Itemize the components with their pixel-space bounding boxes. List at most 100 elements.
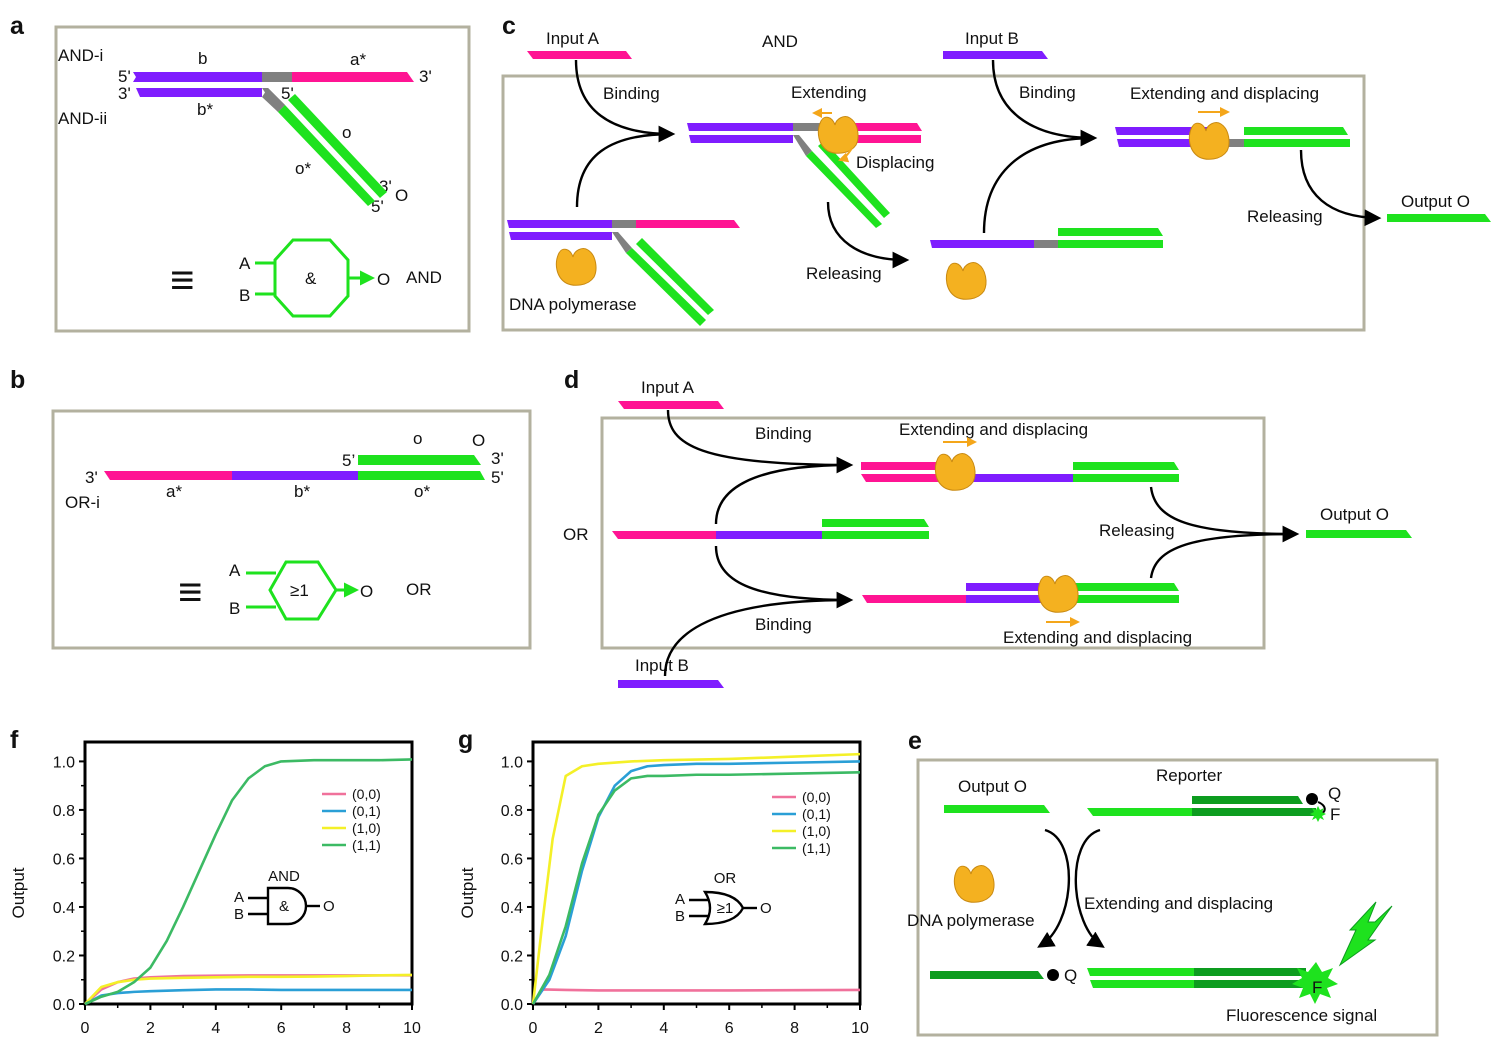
q-label-2: Q xyxy=(1064,966,1077,985)
extending-displacing-label-d1: Extending and displacing xyxy=(899,420,1088,439)
fluorescence-signal-label: Fluorescence signal xyxy=(1226,1006,1377,1025)
fluorophore-star-2 xyxy=(1292,962,1338,1004)
or-gate-name: OR xyxy=(406,580,432,599)
inset-gate-title: AND xyxy=(268,868,300,885)
series-line-1 xyxy=(531,988,861,1005)
inset-gate-title: OR xyxy=(714,870,737,887)
polymerase-icon-c1 xyxy=(555,248,597,286)
reporter-label: Reporter xyxy=(1156,766,1222,785)
y-axis-label: Output xyxy=(9,867,28,918)
extend-arrow-e xyxy=(1074,828,1105,948)
output-o-label-c: Output O xyxy=(1401,192,1470,211)
five-prime-end: 5' xyxy=(371,197,384,216)
strand-o-label-b: O xyxy=(472,431,485,450)
y-tick-label: 0.4 xyxy=(501,900,523,917)
legend-label-1: (0,0) xyxy=(802,789,831,805)
quencher-dot-1 xyxy=(1306,793,1318,805)
panel-letter-b: b xyxy=(10,366,25,394)
polymerase-icon-d2 xyxy=(1037,575,1079,613)
displacing-arrow-c xyxy=(838,147,853,163)
legend-label-3: (1,0) xyxy=(802,823,831,839)
x-tick-label: 10 xyxy=(851,1020,869,1037)
inset-gate-output: O xyxy=(760,900,772,917)
binding-label-c1: Binding xyxy=(603,84,660,103)
polymerase-icon-d1 xyxy=(934,453,976,491)
series-line-3 xyxy=(84,973,413,1005)
binding-label-c2: Binding xyxy=(1019,83,1076,102)
or-complex-top xyxy=(861,462,1179,482)
panel-a-frame xyxy=(54,25,471,333)
or-gate-output: O xyxy=(360,582,373,601)
three-prime-right: 3' xyxy=(491,449,504,468)
panel-letter-a: a xyxy=(10,12,25,40)
series-line-2 xyxy=(531,760,861,1005)
release-arrow-e xyxy=(1037,828,1071,948)
and-ii-label: AND-ii xyxy=(58,109,107,128)
input-a-strand-d xyxy=(618,401,724,409)
panel-b-frame xyxy=(51,409,532,650)
and-label-c: AND xyxy=(762,32,798,51)
y-tick-label: 0.4 xyxy=(53,900,75,917)
input-b-label-d: Input B xyxy=(635,656,689,675)
three-prime-top: 3' xyxy=(419,67,432,86)
x-tick-label: 8 xyxy=(342,1020,351,1037)
and-gate-symbol xyxy=(255,238,375,318)
domain-b-label: b xyxy=(198,49,207,68)
legend-label-2: (0,1) xyxy=(802,806,831,822)
dna-polymerase-label-c: DNA polymerase xyxy=(509,295,637,314)
product-duplex-e xyxy=(1087,968,1306,988)
panel-a: a AND-i AND-ii b a* b* 5' 3' 3' 5' o o* … xyxy=(10,12,471,333)
input-b-strand-c xyxy=(943,51,1048,59)
legend-label-3: (1,0) xyxy=(352,820,381,836)
output-o-strand-c xyxy=(1387,214,1491,222)
or-i-label: OR-i xyxy=(65,493,100,512)
inset-gate-input-a: A xyxy=(675,891,685,908)
x-tick-label: 0 xyxy=(529,1020,538,1037)
or-complex-center xyxy=(612,519,929,539)
legend-label-1: (0,0) xyxy=(352,786,381,802)
x-tick-label: 4 xyxy=(659,1020,668,1037)
x-tick-label: 2 xyxy=(146,1020,155,1037)
or-gate-input-b: B xyxy=(229,599,240,618)
or-label-d: OR xyxy=(563,525,589,544)
input-b-strand-d xyxy=(618,680,724,688)
panel-letter-f: f xyxy=(10,726,19,754)
y-tick-label: 0.6 xyxy=(53,851,75,868)
input-a-label-d: Input A xyxy=(641,378,695,397)
binding-arrow-c1-complex xyxy=(575,132,673,208)
releasing-label-d: Releasing xyxy=(1099,521,1175,540)
legend-label-4: (1,1) xyxy=(352,837,381,853)
legend-label-2: (0,1) xyxy=(352,803,381,819)
binding-label-d1: Binding xyxy=(755,424,812,443)
fluorophore-star-1 xyxy=(1310,806,1326,822)
panel-e: e Output O Reporter Q F DNA polymerase E… xyxy=(907,727,1439,1037)
output-o-strand-d xyxy=(1306,530,1412,538)
panel-d: d Input A Input B OR Binding Binding Ext… xyxy=(563,366,1412,688)
three-prime-lower: 3' xyxy=(118,84,131,103)
intermediate-complex-c xyxy=(930,228,1163,248)
series-line-3 xyxy=(531,752,861,1005)
y-tick-label: 0.2 xyxy=(501,948,523,965)
or-gate-symbol-text: ≥1 xyxy=(290,581,309,600)
binding-label-d2: Binding xyxy=(755,615,812,634)
and-ii-strand xyxy=(136,88,387,206)
or-output-strand xyxy=(358,455,481,465)
releasing-arrow-c1 xyxy=(826,201,910,269)
releasing-label-c1: Releasing xyxy=(806,264,882,283)
domain-b-star-label: b* xyxy=(197,100,213,119)
reporter-complex xyxy=(1087,796,1316,816)
five-prime-right: 5' xyxy=(491,468,504,487)
y-axis-label: Output xyxy=(458,867,477,918)
y-tick-label: 1.0 xyxy=(53,754,75,771)
inset-gate-symbol: & xyxy=(279,898,289,915)
inset-gate-input-b: B xyxy=(234,906,244,923)
output-o-label-d: Output O xyxy=(1320,505,1389,524)
releasing-arrow-c2 xyxy=(1299,149,1382,227)
q-label-1: Q xyxy=(1328,784,1341,803)
releasing-arrow-d1 xyxy=(1149,486,1300,543)
